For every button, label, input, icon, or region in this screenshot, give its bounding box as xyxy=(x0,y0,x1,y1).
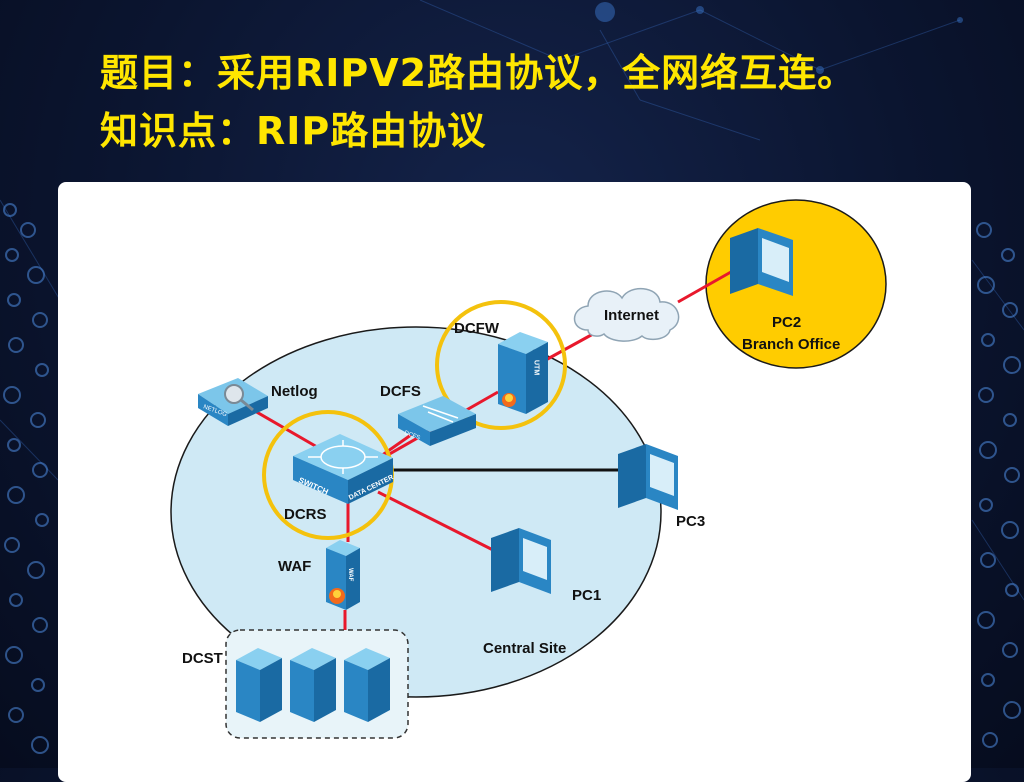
label-dcrs: DCRS xyxy=(284,506,327,523)
server-icon xyxy=(236,648,282,722)
link-internet-pc2 xyxy=(677,266,739,304)
slide-title-line-2: 知识点：RIP路由协议 xyxy=(100,109,487,153)
waf-badge: WAF xyxy=(347,568,353,582)
label-central-site: Central Site xyxy=(483,640,566,657)
pc-icon xyxy=(491,528,551,594)
slide-title-line-1: 题目：采用RIPV2路由协议，全网络互连。 xyxy=(100,51,857,95)
dcfs-badge: DCFS xyxy=(403,430,420,441)
label-branch-office: Branch Office xyxy=(742,336,840,353)
label-netlog: Netlog xyxy=(271,383,318,400)
switch-icon: SWITCH DATA CENTER xyxy=(293,434,395,504)
server-icon xyxy=(344,648,390,722)
utm-badge: UTM xyxy=(533,360,540,375)
waf-icon: WAF xyxy=(326,540,360,610)
highlight-ring-dcfw xyxy=(435,300,567,430)
label-internet: Internet xyxy=(604,307,659,324)
firewall-icon: UTM xyxy=(498,332,548,414)
cloud-icon xyxy=(573,288,680,342)
label-dcst: DCST xyxy=(182,650,223,667)
pc-icon xyxy=(730,228,793,296)
label-pc1: PC1 xyxy=(572,587,601,604)
label-dcfw: DCFW xyxy=(454,320,500,337)
pc-icon xyxy=(618,444,678,510)
dcfs-icon: DCFS xyxy=(398,396,476,446)
diagram-panel: NETLOG Netlog DCFS DCFS SWITCH DATA CENT… xyxy=(58,182,971,782)
link-switch-pc1 xyxy=(377,490,494,552)
netlog-icon: NETLOG xyxy=(198,378,268,426)
label-waf: WAF xyxy=(278,558,311,575)
label-pc2: PC2 xyxy=(772,314,801,331)
label-pc3: PC3 xyxy=(676,513,705,530)
network-topology-diagram: NETLOG Netlog DCFS DCFS SWITCH DATA CENT… xyxy=(170,199,887,739)
label-dcfs: DCFS xyxy=(380,383,421,400)
server-icon xyxy=(290,648,336,722)
